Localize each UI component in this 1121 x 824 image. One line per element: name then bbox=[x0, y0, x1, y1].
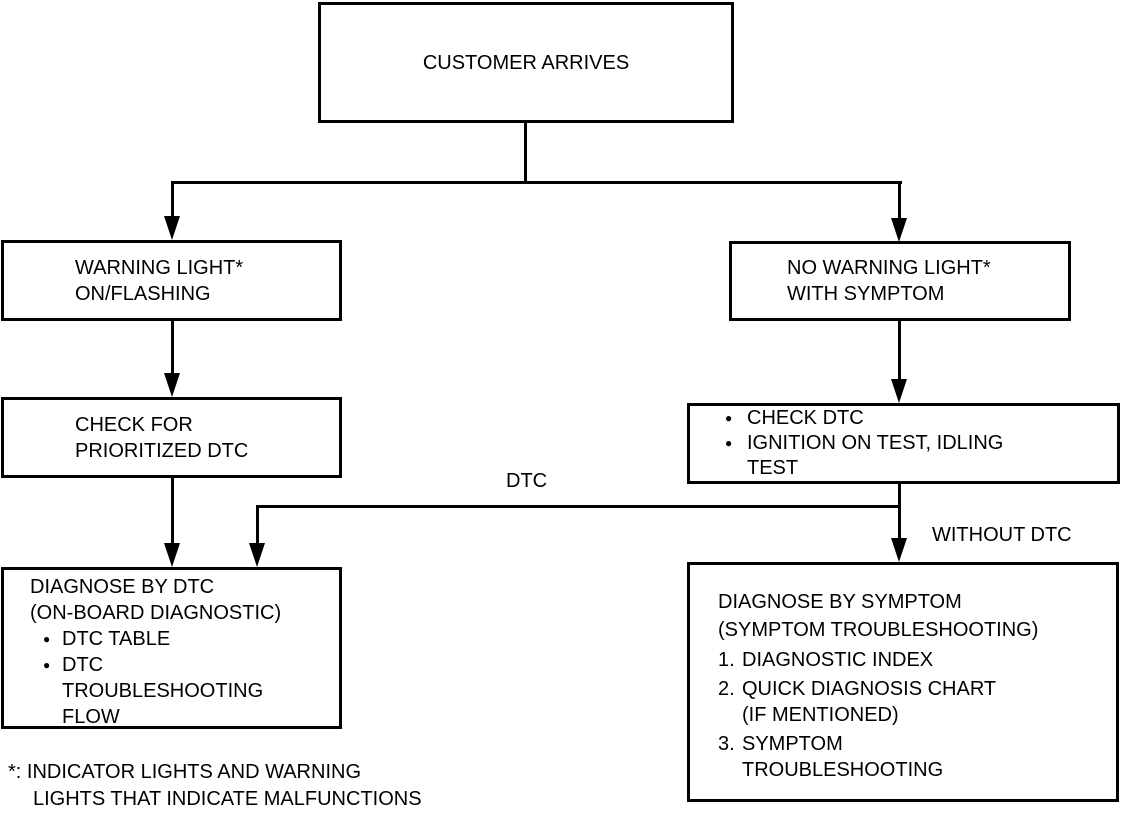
list-item-line: IGNITION ON TEST, IDLING bbox=[747, 432, 1004, 454]
arrow-to-check-dtc bbox=[891, 379, 907, 403]
bullet-icon: ● bbox=[43, 632, 51, 646]
diagnose-dtc-title-line: (ON-BOARD DIAGNOSTIC) bbox=[30, 602, 282, 624]
numbered-item: 1. DIAGNOSTIC INDEX bbox=[718, 647, 1116, 673]
check-dtc-box: ● CHECK DTC ● IGNITION ON TEST, IDLING T… bbox=[687, 403, 1120, 484]
arrow-to-diagnose-dtc-right bbox=[249, 543, 265, 567]
item-number: 3. bbox=[718, 733, 735, 755]
diagnose-dtc-title-line: DIAGNOSE BY DTC bbox=[30, 576, 215, 598]
no-warning-light-line: NO WARNING LIGHT* bbox=[787, 257, 991, 279]
check-prioritized-line: CHECK FOR bbox=[75, 413, 193, 436]
list-item-line: DTC bbox=[62, 654, 104, 676]
bullet-icon: ● bbox=[725, 436, 733, 450]
numbered-item: 2. QUICK DIAGNOSIS CHART (IF MENTIONED) bbox=[718, 676, 1116, 728]
arrow-to-warning-light bbox=[164, 216, 180, 240]
list-item: ● IGNITION ON TEST, IDLING TEST bbox=[725, 431, 1117, 481]
numbered-item-line: (IF MENTIONED) bbox=[742, 704, 899, 726]
no-warning-light-box: NO WARNING LIGHT* WITH SYMPTOM bbox=[729, 241, 1071, 321]
diagnose-symptom-title-line: DIAGNOSE BY SYMPTOM bbox=[718, 591, 962, 613]
list-item: ● DTC TROUBLESHOOTING FLOW bbox=[43, 652, 339, 730]
footnote-line: LIGHTS THAT INDICATE MALFUNCTIONS bbox=[33, 788, 422, 810]
warning-light-box: WARNING LIGHT* ON/FLASHING bbox=[1, 240, 342, 321]
numbered-item-line: SYMPTOM bbox=[742, 733, 843, 755]
connector-dtc-vertical bbox=[256, 505, 259, 545]
bullet-icon: ● bbox=[43, 658, 51, 672]
dtc-edge-label: DTC bbox=[506, 470, 548, 492]
diagnose-symptom-title-line: (SYMPTOM TROUBLESHOOTING) bbox=[718, 619, 1039, 641]
footnote-line: *: INDICATOR LIGHTS AND WARNING bbox=[8, 761, 361, 783]
customer-arrives-label: CUSTOMER ARRIVES bbox=[422, 51, 630, 74]
list-item: ● DTC TABLE bbox=[43, 626, 339, 652]
connector-warning-to-check bbox=[171, 321, 174, 375]
warning-light-line: ON/FLASHING bbox=[75, 282, 211, 305]
connector-dtc-horizontal bbox=[256, 505, 901, 508]
customer-arrives-box: CUSTOMER ARRIVES bbox=[318, 2, 734, 123]
without-dtc-edge-label: WITHOUT DTC bbox=[932, 524, 1072, 546]
numbered-item-line: DIAGNOSTIC INDEX bbox=[742, 649, 934, 671]
warning-light-line: WARNING LIGHT* bbox=[75, 256, 244, 279]
no-warning-light-line: WITH SYMPTOM bbox=[787, 283, 945, 305]
bullet-icon: ● bbox=[725, 411, 733, 425]
connector-split-horizontal bbox=[171, 181, 902, 184]
list-item-line: DTC TABLE bbox=[62, 628, 171, 650]
list-item-line: TEST bbox=[747, 457, 799, 479]
connector-customer-vertical bbox=[524, 122, 527, 184]
arrow-to-diagnose-dtc-left bbox=[164, 543, 180, 567]
diagnose-by-symptom-box: DIAGNOSE BY SYMPTOM (SYMPTOM TROUBLESHOO… bbox=[687, 562, 1119, 802]
footnote: *: INDICATOR LIGHTS AND WARNING LIGHTS T… bbox=[8, 759, 422, 813]
arrow-to-diagnose-symptom bbox=[891, 538, 907, 562]
numbered-item-line: TROUBLESHOOTING bbox=[742, 759, 944, 781]
check-prioritized-line: PRIORITIZED DTC bbox=[75, 439, 249, 462]
list-item: ● CHECK DTC bbox=[725, 406, 1117, 431]
list-item-line: FLOW bbox=[62, 706, 120, 728]
arrow-to-check-prioritized bbox=[164, 373, 180, 397]
numbered-item-line: QUICK DIAGNOSIS CHART bbox=[742, 678, 997, 700]
list-item-line: TROUBLESHOOTING bbox=[62, 680, 264, 702]
item-number: 2. bbox=[718, 678, 735, 700]
connector-nowarning-to-checkdtc bbox=[898, 321, 901, 381]
arrow-to-no-warning-light bbox=[891, 218, 907, 242]
diagnose-by-dtc-box: DIAGNOSE BY DTC (ON-BOARD DIAGNOSTIC) ● … bbox=[1, 567, 342, 729]
connector-check-to-diagnose-dtc bbox=[171, 478, 174, 545]
check-prioritized-dtc-box: CHECK FOR PRIORITIZED DTC bbox=[1, 397, 342, 478]
list-item-line: CHECK DTC bbox=[747, 407, 864, 429]
item-number: 1. bbox=[718, 649, 735, 671]
connector-left-branch-vertical bbox=[171, 181, 174, 217]
connector-right-branch-vertical bbox=[898, 181, 901, 219]
connector-checkdtc-to-symptom bbox=[898, 484, 901, 540]
numbered-item: 3. SYMPTOM TROUBLESHOOTING bbox=[718, 731, 1116, 783]
